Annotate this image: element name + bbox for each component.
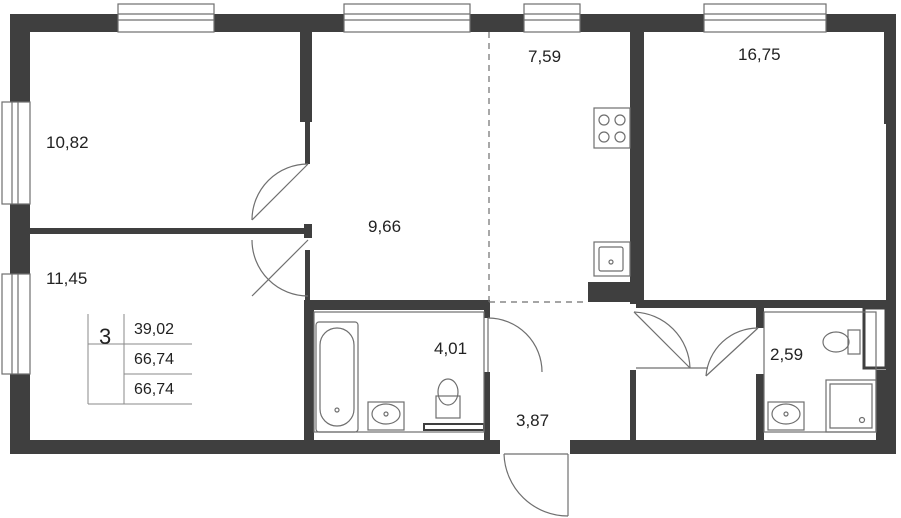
door-icon [487, 317, 543, 373]
wall-segment [10, 14, 118, 32]
total-area-with-balcony: 66,74 [134, 381, 174, 398]
wall-segment [580, 14, 704, 32]
toilet-icon [822, 329, 861, 355]
wall-segment [10, 374, 30, 454]
interior-walls [30, 32, 888, 442]
wall-segment [423, 423, 485, 431]
fixtures [315, 107, 877, 433]
window-icon [1, 101, 31, 205]
door-icon [251, 163, 309, 221]
wall-segment [304, 300, 314, 442]
wall-segment [826, 14, 892, 32]
room-labels: 10,82 11,45 9,66 7,59 16,75 4,01 3,87 2,… [46, 45, 803, 430]
window-icon [343, 3, 471, 33]
wall-segment [470, 14, 524, 32]
wall-segment [10, 204, 30, 274]
sink-icon [367, 401, 405, 431]
window-icon [117, 3, 215, 33]
outer-walls [10, 14, 896, 454]
room-count: 3 [99, 324, 111, 349]
room-area-wc: 2,59 [770, 345, 803, 364]
living-area: 39,02 [134, 321, 174, 338]
doors [251, 163, 759, 517]
wall-segment [884, 14, 896, 124]
wall-segment [756, 300, 764, 328]
wall-segment [588, 282, 632, 302]
inner-outlines [313, 311, 877, 433]
windows [1, 3, 827, 375]
window-icon [1, 273, 31, 375]
wall-segment [10, 440, 500, 454]
wall-segment [756, 374, 764, 442]
total-area: 66,74 [134, 351, 174, 368]
wall-segment [484, 300, 490, 318]
room-area-living-room: 9,66 [368, 217, 401, 236]
wall-segment [214, 14, 344, 32]
door-icon [503, 453, 569, 517]
toilet-icon [435, 378, 461, 419]
room-area-bedroom-3: 16,75 [738, 45, 781, 64]
stove-icon [593, 107, 631, 149]
wall-segment [886, 124, 896, 454]
wall-segment [630, 32, 644, 304]
door-icon [251, 239, 309, 297]
wall-segment [10, 14, 30, 102]
wall-segment [570, 440, 896, 454]
sink-icon [593, 241, 631, 277]
wall-segment [300, 32, 312, 122]
door-icon [633, 311, 691, 369]
wall-segment [30, 228, 312, 234]
wall-segment [305, 250, 310, 302]
window-icon [523, 3, 581, 33]
wall-segment [862, 306, 888, 370]
wall-segment [876, 370, 886, 442]
room-area-bedroom-1: 10,82 [46, 133, 89, 152]
wall-segment [305, 122, 310, 164]
wall-segment [484, 372, 490, 442]
room-area-bedroom-2: 11,45 [46, 269, 87, 288]
window-icon [703, 3, 827, 33]
shower-icon [825, 379, 877, 433]
wall-segment [304, 224, 312, 238]
sink-icon [767, 401, 805, 431]
wall-segment [305, 300, 489, 310]
wall-segment [630, 370, 636, 442]
room-area-bathroom: 4,01 [434, 339, 467, 358]
door-icon [705, 327, 759, 377]
bathtub-icon [315, 321, 359, 433]
room-area-kitchen: 7,59 [528, 47, 561, 66]
zone-separator [488, 32, 588, 303]
room-area-hallway: 3,87 [516, 411, 549, 430]
apartment-info-box: 3 39,02 66,74 66,74 [87, 314, 192, 405]
